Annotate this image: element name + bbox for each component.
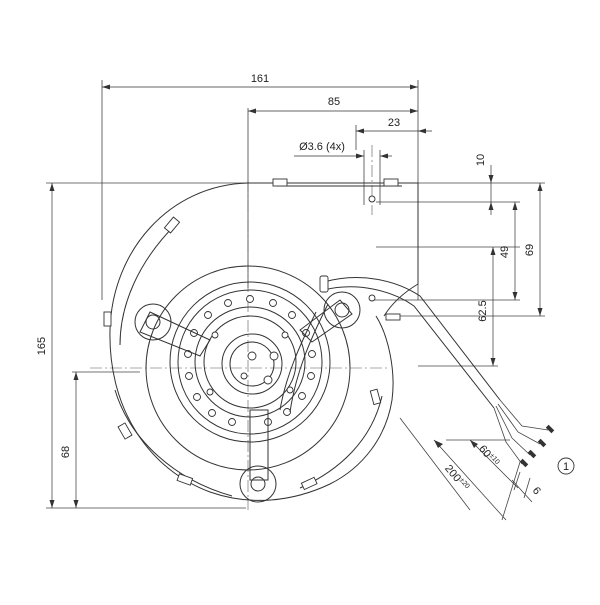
dim-49: 49 bbox=[499, 202, 518, 300]
housing-clip bbox=[385, 313, 401, 321]
dim-60-tol: ±10 bbox=[488, 452, 501, 465]
dim-49-label: 49 bbox=[499, 246, 511, 258]
extension-lines bbox=[46, 80, 545, 509]
cable-bundle bbox=[319, 275, 555, 468]
dim-85-label: 85 bbox=[328, 96, 340, 108]
mount-boss-right bbox=[323, 291, 361, 329]
housing-clip bbox=[300, 476, 318, 491]
dim-10-label: 10 bbox=[475, 154, 487, 166]
center-hub bbox=[240, 351, 279, 385]
motor-assembly bbox=[145, 265, 351, 471]
blower-housing bbox=[103, 178, 419, 501]
housing-clip bbox=[272, 178, 288, 187]
dim-165-label: 165 bbox=[36, 337, 48, 355]
svg-text:60±10: 60±10 bbox=[476, 443, 501, 469]
dim-69-label: 69 bbox=[524, 244, 536, 256]
dim-23: 23 bbox=[356, 117, 432, 134]
housing-clip bbox=[369, 388, 382, 406]
housing-clip bbox=[383, 178, 399, 187]
dim-62-5: 62.5 bbox=[477, 247, 496, 366]
mount-boss-left bbox=[134, 303, 172, 341]
dim-23-label: 23 bbox=[388, 117, 400, 129]
dim-161-label: 161 bbox=[251, 73, 269, 85]
dim-hole-spec: Ø3.6 (4x) bbox=[294, 141, 392, 205]
dim-161: 161 bbox=[102, 73, 418, 90]
dim-68-label: 68 bbox=[60, 446, 72, 458]
hole-spec-label: Ø3.6 (4x) bbox=[299, 141, 345, 153]
housing-clip bbox=[176, 473, 194, 486]
dim-6-label: 6 bbox=[530, 485, 543, 497]
dim-85: 85 bbox=[248, 96, 418, 114]
dim-cable-200: 200±20 bbox=[399, 417, 521, 521]
callout-label: 1 bbox=[563, 461, 569, 473]
mounting-brackets bbox=[134, 291, 361, 503]
dim-10: 10 bbox=[475, 154, 494, 215]
dim-68: 68 bbox=[60, 372, 79, 508]
dim-62-5-label: 62.5 bbox=[477, 300, 489, 321]
housing-clip bbox=[103, 311, 112, 327]
housing-clip bbox=[163, 216, 181, 234]
outlet-mount-hole bbox=[368, 195, 376, 302]
housing-clip bbox=[117, 422, 133, 440]
dim-165: 165 bbox=[36, 183, 55, 508]
dim-69: 69 bbox=[524, 183, 543, 316]
mount-boss-bottom bbox=[239, 465, 277, 503]
center-lines bbox=[90, 145, 390, 510]
impeller-holes bbox=[184, 295, 316, 426]
svg-text:200±20: 200±20 bbox=[442, 463, 471, 494]
callout-1: 1 bbox=[557, 457, 575, 475]
